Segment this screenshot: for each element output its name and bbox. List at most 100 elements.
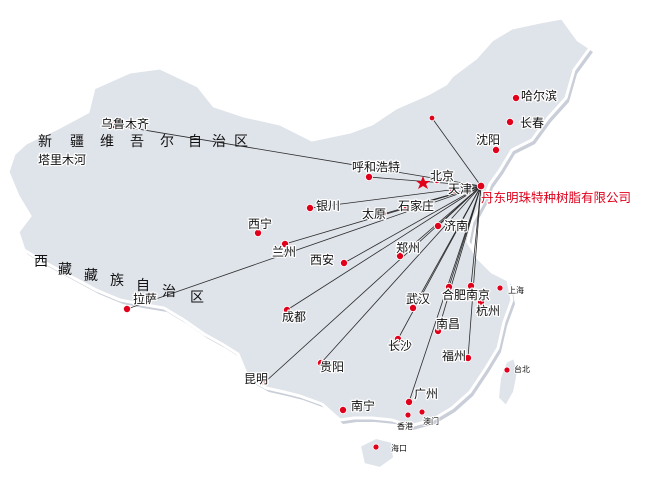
city-marker-xining [253, 228, 262, 237]
city-label-wuhan: 武汉 [406, 292, 430, 306]
city-label-xian: 西安 [310, 252, 334, 267]
city-marker-wuhan [408, 303, 417, 312]
city-marker-tianjin [448, 185, 457, 194]
city-marker-chengdu [282, 305, 291, 314]
city-label-nanning: 南宁 [351, 398, 375, 413]
city-label-xining: 西宁 [248, 216, 272, 231]
hainan-island [358, 436, 396, 470]
city-marker-shanghai [496, 284, 504, 292]
region-char-tibet-1: 藏 [58, 262, 72, 278]
region-char-xinjiang-7: 区 [234, 134, 248, 150]
region-char-xinjiang-2: 维 [100, 134, 114, 150]
city-label-taibei: 台北 [514, 364, 530, 374]
city-marker-xianggang [404, 411, 412, 419]
city-label-fuzhou: 福州 [442, 348, 466, 363]
city-marker-guiyang [316, 358, 325, 367]
city-label-kashi: 塔里木河 [38, 153, 86, 167]
city-marker-lasa [123, 304, 132, 313]
region-labels: 新疆维吾尔自治区西藏藏族自治区 [34, 134, 248, 306]
city-marker-haikou [372, 443, 380, 451]
city-marker-wulumuqi [110, 121, 119, 130]
city-label-aomen: 澳门 [423, 416, 439, 426]
city-marker-taiyuan [378, 209, 387, 218]
route-line-nanchang [437, 185, 482, 332]
city-label-huhehaote: 呼和浩特 [352, 159, 400, 174]
city-label-tianjin: 天津 [448, 182, 472, 196]
mainland [6, 16, 593, 428]
city-label-wulumuqi: 乌鲁木齐 [101, 116, 149, 131]
city-marker-jinan [433, 221, 442, 230]
region-char-xinjiang-4: 尔 [160, 134, 174, 150]
route-line-xian [343, 185, 482, 264]
region-char-tibet-2: 藏 [84, 268, 98, 284]
city-label-lanzhou: 兰州 [272, 245, 296, 259]
hub-marker-dandong [476, 181, 486, 191]
region-char-xinjiang-6: 治 [212, 134, 226, 150]
city-label-beijing: 北京 [430, 169, 454, 183]
city-label-changsha: 长沙 [388, 339, 412, 353]
city-label-lasa: 拉萨 [133, 291, 157, 306]
city-label-shenyang: 沈阳 [476, 132, 500, 147]
city-marker-lanzhou [280, 239, 289, 248]
city-label-taiyuan: 太原 [362, 206, 386, 221]
city-label-jinan: 济南 [444, 218, 468, 233]
city-label-guangzhou: 广州 [414, 387, 438, 401]
city-marker-nanchang [433, 326, 442, 335]
route-line-fuzhou [467, 185, 482, 359]
city-label-chengdu: 成都 [282, 310, 306, 324]
city-marker-hangzhou [476, 297, 485, 306]
city-marker-nanjing [466, 281, 475, 290]
city-label-haikou: 海口 [391, 443, 407, 453]
route-line-guiyang [320, 185, 482, 364]
city-marker-fuzhou [463, 353, 472, 362]
city-marker-yinchuan [305, 203, 314, 212]
region-char-tibet-3: 族 [110, 273, 124, 289]
city-label-kunming: 昆明 [244, 372, 268, 386]
city-marker-guangzhou [404, 397, 413, 406]
route-line-wulumuqi [113, 124, 482, 187]
city-label-haerbin: 哈尔滨 [521, 88, 557, 103]
city-label-nanjing: 南京 [466, 287, 490, 302]
taiwan-island [496, 356, 520, 408]
city-marker-aomen [418, 408, 426, 416]
city-marker-changchun [505, 118, 514, 127]
city-marker-beijing [432, 175, 441, 184]
city-marker-hefei [444, 282, 453, 291]
city-marker-zhengzhou [395, 251, 404, 260]
region-char-xinjiang-3: 吾 [130, 134, 144, 150]
city-label-shijiazhuang: 石家庄 [398, 198, 434, 213]
company-label: 丹东明珠特种树脂有限公司 [481, 190, 631, 205]
region-char-xinjiang-5: 自 [188, 134, 202, 150]
city-marker-xian [339, 258, 348, 267]
region-char-tibet-4: 自 [136, 278, 150, 294]
city-label-nanchang: 南昌 [436, 316, 460, 331]
route-line-guangzhou [408, 185, 482, 403]
city-label-hefei: 合肥 [442, 287, 466, 302]
region-char-tibet-6: 区 [190, 290, 204, 306]
beijing-star-icon [416, 176, 430, 189]
city-label-xianggang: 香港 [397, 421, 413, 431]
city-label-changchun: 长春 [520, 116, 544, 130]
city-label-yinchuan: 银川 [316, 199, 340, 213]
city-label-zhengzhou: 郑州 [396, 240, 420, 255]
region-char-tibet-5: 治 [162, 284, 176, 300]
route-line-chengdu [286, 185, 482, 311]
route-line-kunming [264, 185, 482, 383]
city-marker-changsha [393, 334, 402, 343]
city-marker-shenyang [491, 145, 500, 154]
city-markers [110, 94, 521, 451]
city-marker-kunming [260, 377, 269, 386]
region-char-xinjiang-1: 疆 [70, 134, 84, 150]
city-marker-north [428, 114, 436, 122]
route-line-nanjing [470, 185, 482, 287]
city-label-hangzhou: 杭州 [476, 303, 500, 318]
route-line-changsha [397, 185, 482, 340]
region-char-tibet-0: 西 [34, 254, 48, 270]
route-line-north [431, 117, 482, 187]
city-marker-shijiazhuang [402, 202, 411, 211]
city-marker-haerbin [512, 94, 521, 103]
route-line-lasa [126, 185, 482, 310]
